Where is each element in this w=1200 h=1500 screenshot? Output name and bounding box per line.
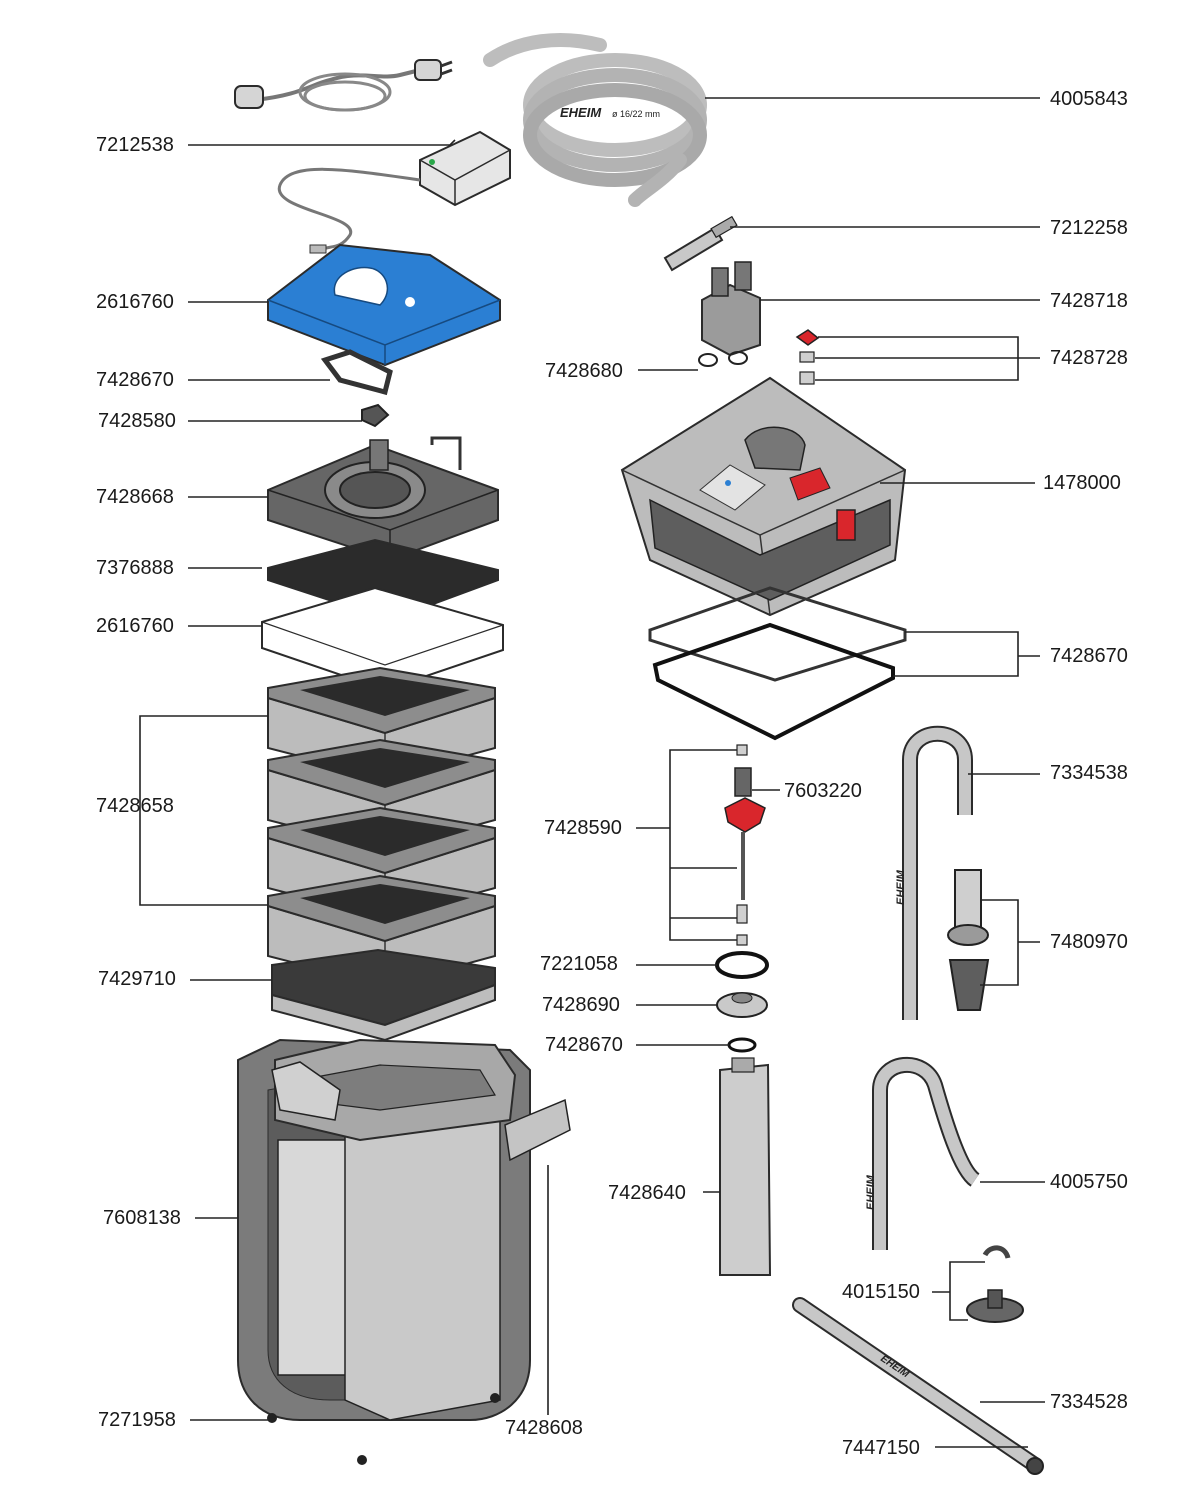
pipe-brand-1: EHEIM (895, 869, 907, 905)
label-7212258: 7212258 (1050, 217, 1128, 239)
label-7428670-gaskets: 7428670 (1050, 645, 1128, 667)
hose-brand: EHEIM (560, 105, 602, 120)
blue-lid (267, 243, 501, 367)
canister-body (237, 1038, 571, 1465)
valve-adapter (698, 261, 761, 367)
label-7429710: 7429710 (98, 968, 176, 990)
label-7428608: 7428608 (505, 1417, 583, 1439)
spray-bar: EHEIM (792, 1297, 1044, 1475)
label-7428680: 7428680 (545, 360, 623, 382)
filter-head (267, 436, 499, 562)
label-4005843: 4005843 (1050, 88, 1128, 110)
suction-cup-clip (966, 1245, 1024, 1323)
intake-strainer (947, 869, 990, 1011)
label-7334538: 7334538 (1050, 762, 1128, 784)
leader-lines (139, 97, 1045, 1448)
pump-head-gaskets (648, 586, 907, 741)
intake-tube (719, 1057, 772, 1276)
impeller-cover (716, 992, 768, 1018)
label-7428590: 7428590 (544, 817, 622, 839)
o-ring-small (727, 1037, 757, 1053)
label-2616760-lid: 2616760 (96, 291, 174, 313)
label-7603220: 7603220 (784, 780, 862, 802)
label-7428728: 7428728 (1050, 347, 1128, 369)
label-7428580: 7428580 (98, 410, 176, 432)
bottom-grid-basket (271, 948, 496, 1042)
lid-gasket (320, 349, 393, 396)
media-basket-stack (267, 666, 496, 988)
hose-coil: EHEIM ø 16/22 mm (483, 33, 707, 207)
outflow-pipe: EHEIM (895, 725, 973, 1020)
label-7334528: 7334528 (1050, 1391, 1128, 1413)
pipe-brand-2: EHEIM (865, 1174, 877, 1210)
label-1478000: 1478000 (1043, 472, 1121, 494)
label-7428640: 7428640 (608, 1182, 686, 1204)
label-7428718: 7428718 (1050, 290, 1128, 312)
top-grid-plate (267, 538, 499, 622)
connector-tube (663, 215, 738, 272)
label-7447150: 7447150 (842, 1437, 920, 1459)
power-cord (234, 59, 453, 112)
white-fleece-pad (261, 586, 504, 692)
pump-head (620, 376, 907, 617)
o-ring-large (715, 951, 769, 979)
label-4005750: 4005750 (1050, 1171, 1128, 1193)
label-7428658: 7428658 (96, 795, 174, 817)
intake-pipe: EHEIM (865, 1056, 981, 1250)
label-7428670-small: 7428670 (545, 1034, 623, 1056)
label-7608138: 7608138 (103, 1207, 181, 1229)
label-7376888: 7376888 (96, 557, 174, 579)
hose-marking: ø 16/22 mm (612, 109, 660, 119)
small-valve-parts (795, 329, 820, 385)
label-7221058: 7221058 (540, 953, 618, 975)
label-7428670-top: 7428670 (96, 369, 174, 391)
impeller-assembly (724, 744, 766, 946)
label-7428668: 7428668 (96, 486, 174, 508)
label-7271958: 7271958 (98, 1409, 176, 1431)
power-adapter (277, 130, 511, 254)
label-7212538: 7212538 (96, 134, 174, 156)
label-2616760-fleece: 2616760 (96, 615, 174, 637)
label-7480970: 7480970 (1050, 931, 1128, 953)
label-4015150: 4015150 (842, 1281, 920, 1303)
label-7428690: 7428690 (542, 994, 620, 1016)
small-cap (361, 403, 390, 428)
